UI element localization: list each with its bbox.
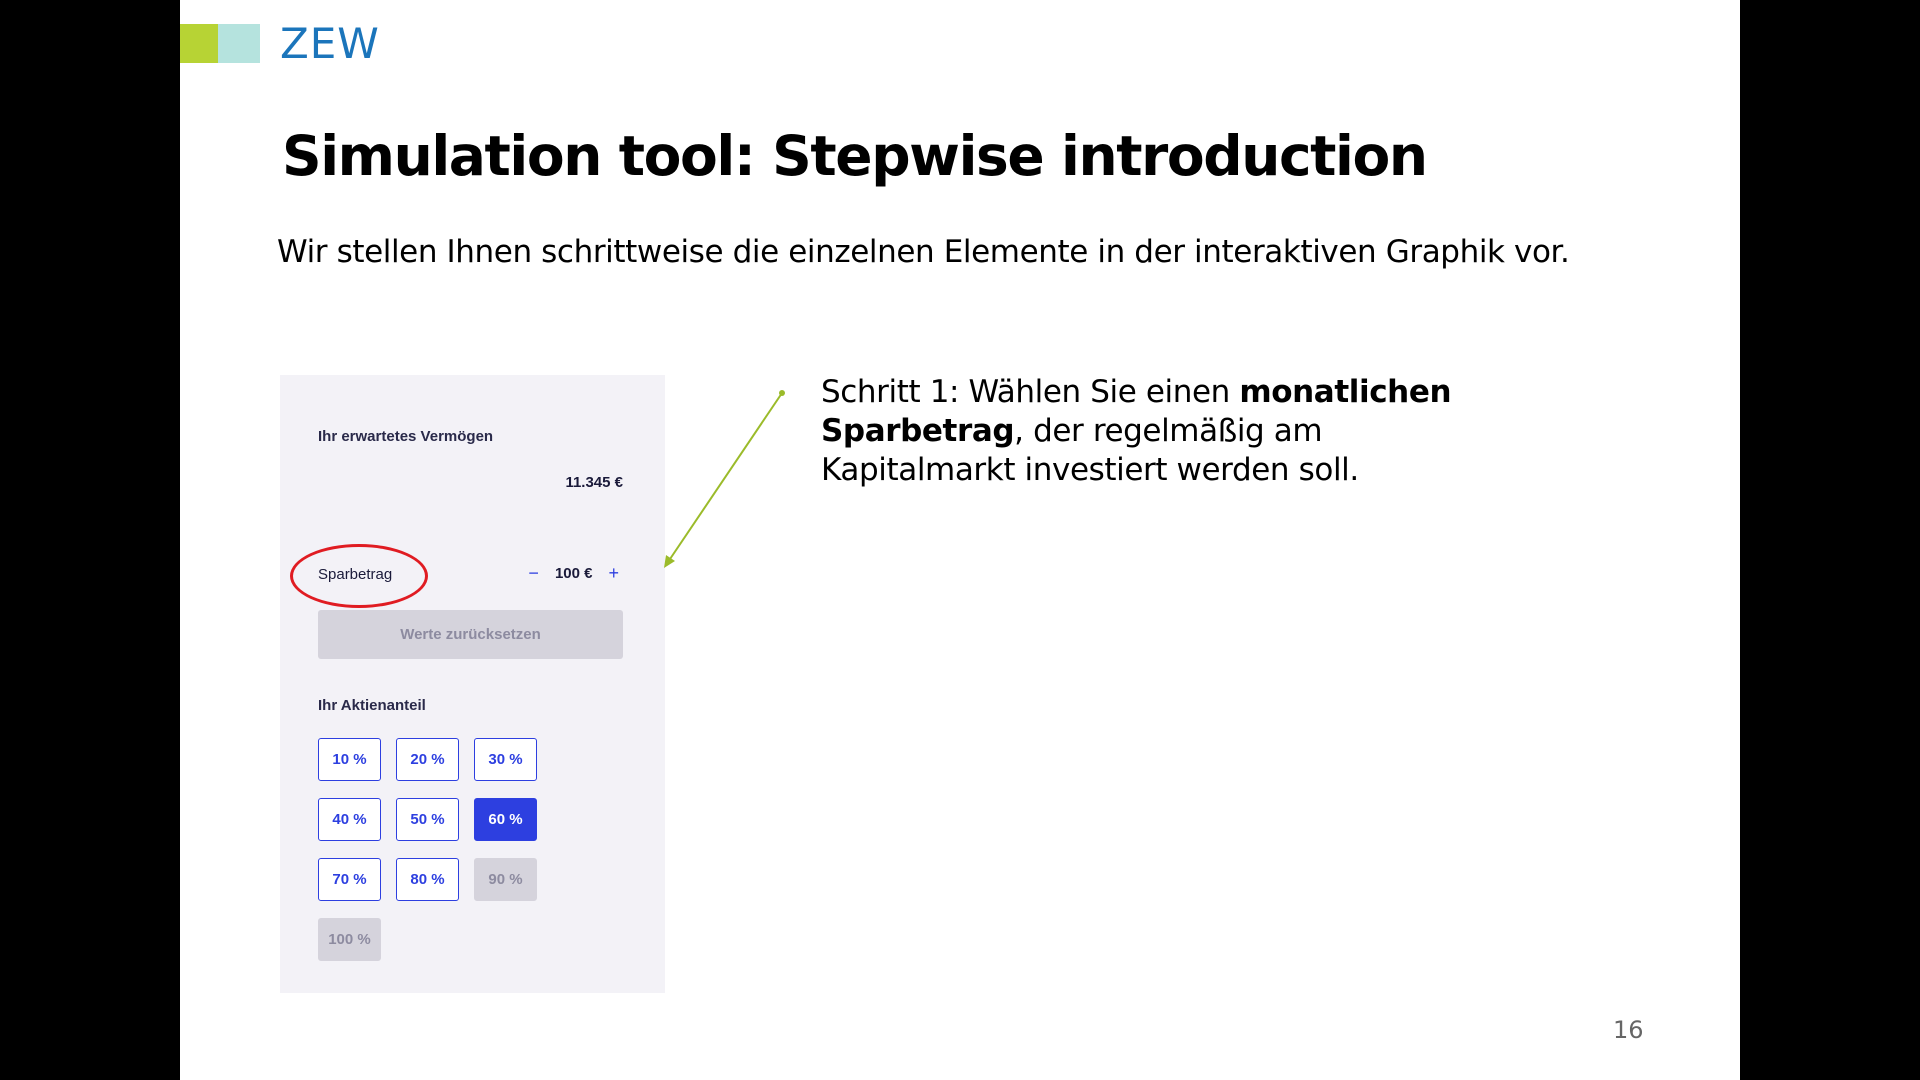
step-suffix: , der regelmäßig am Kapitalmarkt investi…	[821, 413, 1359, 488]
share-option-button[interactable]: 40 %	[318, 798, 381, 841]
zew-logo: ZEW	[280, 19, 380, 68]
share-option-button[interactable]: 30 %	[474, 738, 537, 781]
savings-stepper: − 100 € +	[528, 564, 619, 582]
share-option-button[interactable]: 20 %	[396, 738, 459, 781]
slide-subtitle: Wir stellen Ihnen schrittweise die einze…	[277, 234, 1570, 270]
share-option-button[interactable]: 60 %	[474, 798, 537, 841]
wealth-value: 11.345 €	[565, 474, 623, 491]
reset-button[interactable]: Werte zurücksetzen	[318, 610, 623, 659]
plus-button[interactable]: +	[608, 563, 619, 583]
simulation-tool-screenshot: Ihr erwartetes Vermögen 11.345 € Sparbet…	[280, 375, 665, 993]
step-prefix: Schritt 1: Wählen Sie einen	[821, 374, 1240, 410]
page-number: 16	[1613, 1016, 1644, 1044]
step-description: Schritt 1: Wählen Sie einen monatlichen …	[821, 373, 1521, 490]
share-option-button[interactable]: 70 %	[318, 858, 381, 901]
share-option-button[interactable]: 10 %	[318, 738, 381, 781]
share-heading: Ihr Aktienanteil	[318, 697, 426, 714]
logo-green-bar	[180, 24, 218, 63]
wealth-heading: Ihr erwartetes Vermögen	[318, 428, 494, 445]
savings-value: 100 €	[554, 564, 593, 582]
slide: ZEW Simulation tool: Stepwise introducti…	[180, 0, 1740, 1080]
highlight-circle	[290, 544, 428, 608]
share-option-button[interactable]: 80 %	[396, 858, 459, 901]
share-option-button[interactable]: 50 %	[396, 798, 459, 841]
logo-teal-bar	[218, 24, 260, 63]
minus-button[interactable]: −	[528, 563, 539, 583]
savings-label: Sparbetrag	[318, 566, 393, 583]
share-option-button[interactable]: 100 %	[318, 918, 381, 961]
step-bold: monatlichen Sparbetrag	[821, 374, 1452, 449]
slide-title: Simulation tool: Stepwise introduction	[282, 124, 1428, 188]
share-option-button[interactable]: 90 %	[474, 858, 537, 901]
